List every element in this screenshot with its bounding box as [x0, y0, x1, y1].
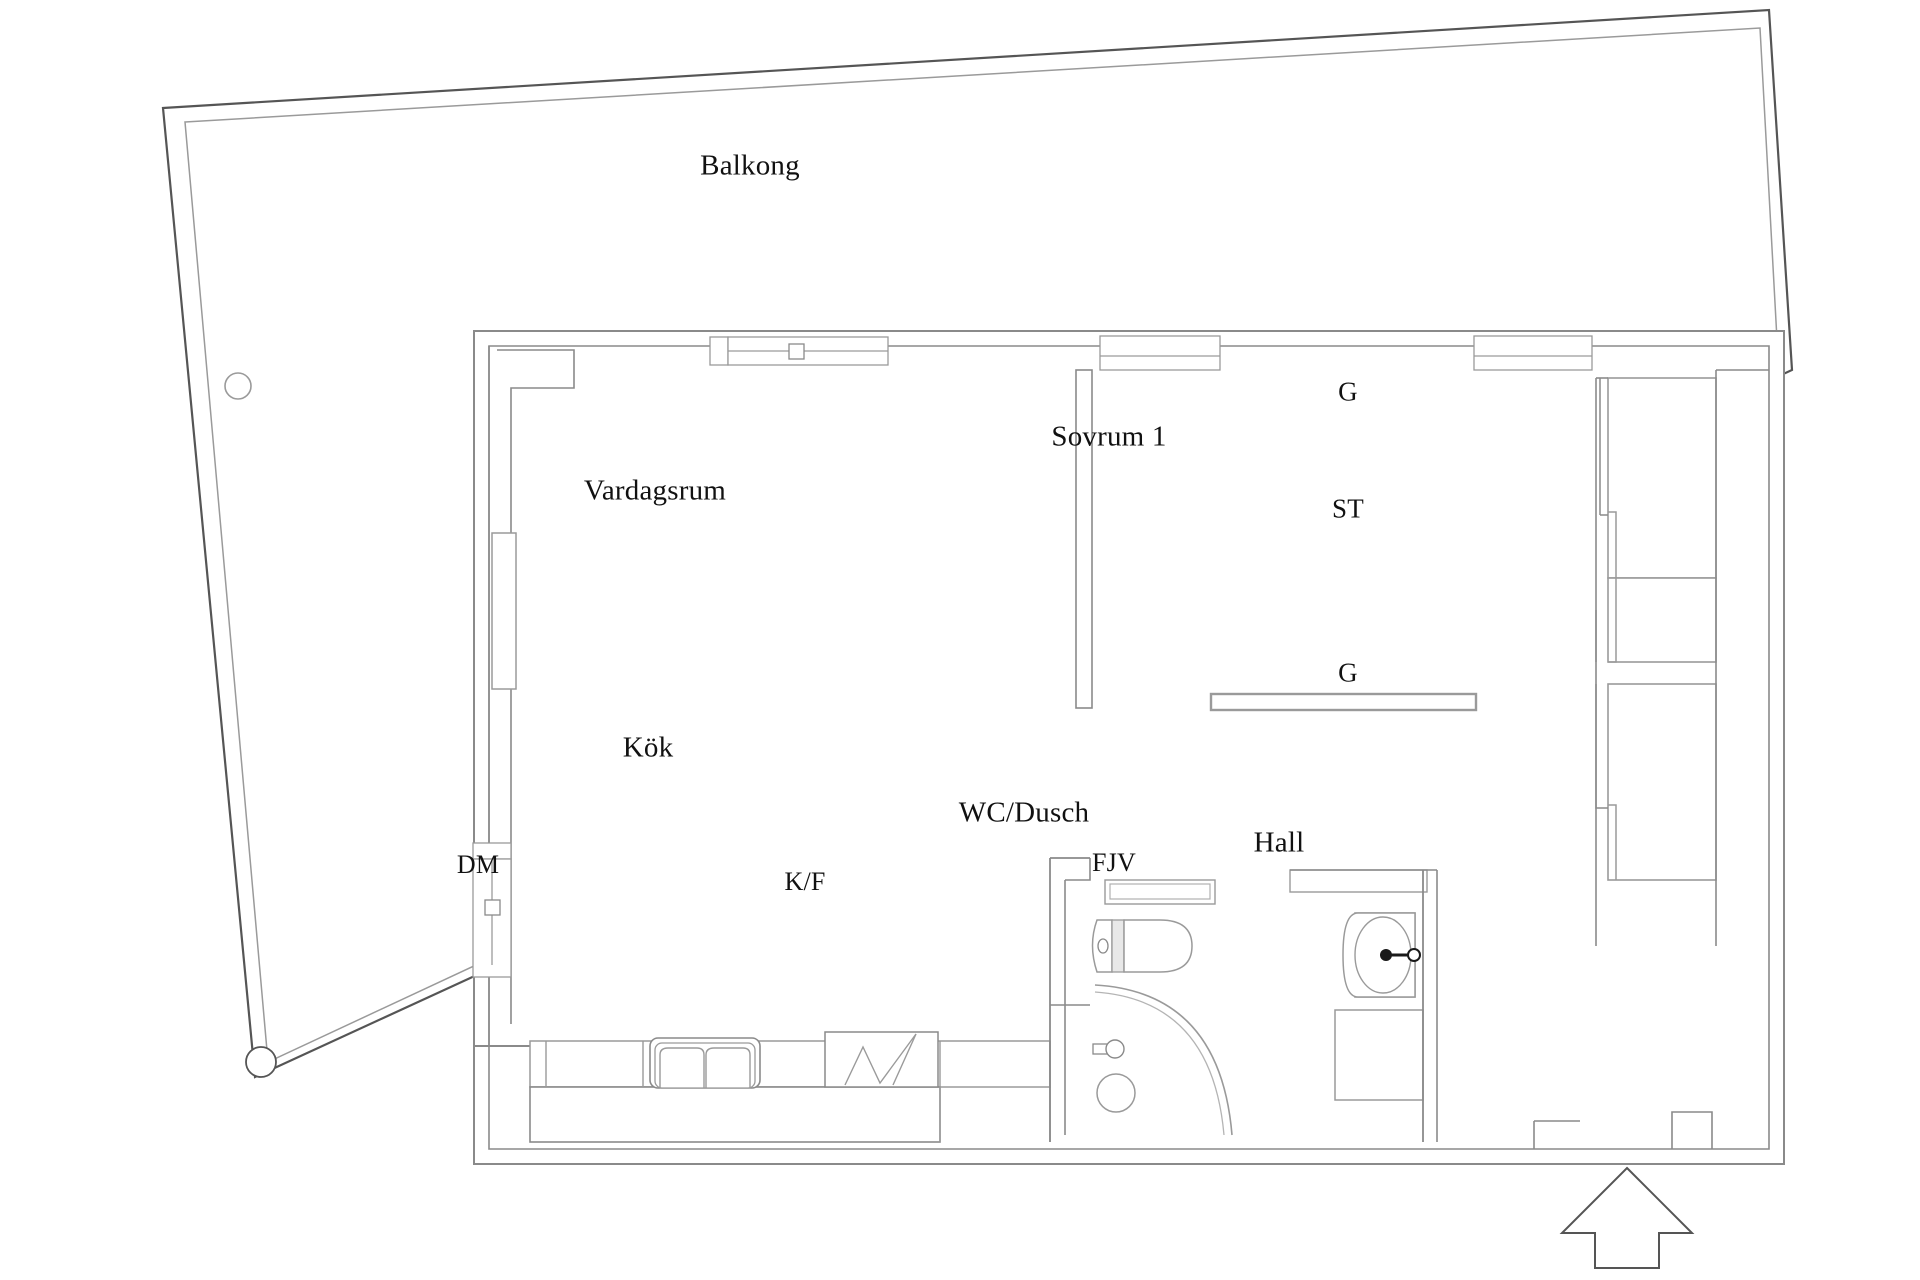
closet-stadskap[interactable]: [1595, 577, 1717, 663]
radiator-fixture: [1209, 692, 1478, 712]
sovrum-window-2: [1473, 335, 1593, 371]
washbasin-fixture: [1342, 912, 1421, 998]
stove-fixture: [824, 1031, 939, 1088]
shower-mixer-icon: [1092, 1039, 1125, 1059]
wall-living-bedroom: [1075, 369, 1093, 709]
room-label-kok: Kök: [622, 731, 674, 764]
closet-column-wall: [1595, 369, 1769, 946]
balcony-door-left: [472, 842, 512, 978]
entrance-arrow: [1559, 1166, 1695, 1269]
storage-label-garderob-bottom: G: [1338, 657, 1358, 688]
closet-garderob-top[interactable]: [1599, 377, 1717, 579]
appliance-label-diskmaskin: DM: [456, 850, 500, 879]
appliance-label-kyl-frys: K/F: [784, 867, 826, 896]
balcony-door-top: [709, 336, 889, 366]
toilet-cistern: [1104, 879, 1216, 905]
toilet-fixture: [1091, 919, 1193, 973]
sovrum-window-1: [1099, 335, 1221, 371]
wall-kitchen-wc: [1049, 857, 1091, 1142]
floor-drain-circle: [1096, 1073, 1136, 1113]
kitchen-counter-run: [529, 1040, 1051, 1143]
vardagsrum-walls: [472, 346, 575, 1046]
double-sink-fixture: [649, 1037, 761, 1089]
wall-wc-hall: [1290, 869, 1438, 1142]
apartment-outer-wall: [473, 330, 1785, 1165]
balcony-column-circle-lower: [245, 1046, 277, 1078]
entrance-door-reveal: [1533, 1111, 1713, 1149]
room-label-sovrum-1: Sovrum 1: [1051, 420, 1167, 453]
room-label-wc-dusch: WC/Dusch: [958, 796, 1090, 829]
room-label-hall: Hall: [1253, 826, 1305, 859]
appliance-label-fjarrvarme: FJV: [1092, 848, 1136, 877]
room-label-vardagsrum: Vardagsrum: [583, 474, 727, 507]
storage-label-garderob-top: G: [1338, 376, 1358, 407]
fjv-cabinet: [1334, 1009, 1424, 1101]
room-label-balkong: Balkong: [700, 149, 800, 182]
closet-garderob-bottom[interactable]: [1595, 683, 1717, 881]
balcony-column-circle: [224, 372, 252, 400]
shower-curve: [1094, 984, 1233, 1136]
storage-label-stadskap: ST: [1332, 493, 1364, 524]
